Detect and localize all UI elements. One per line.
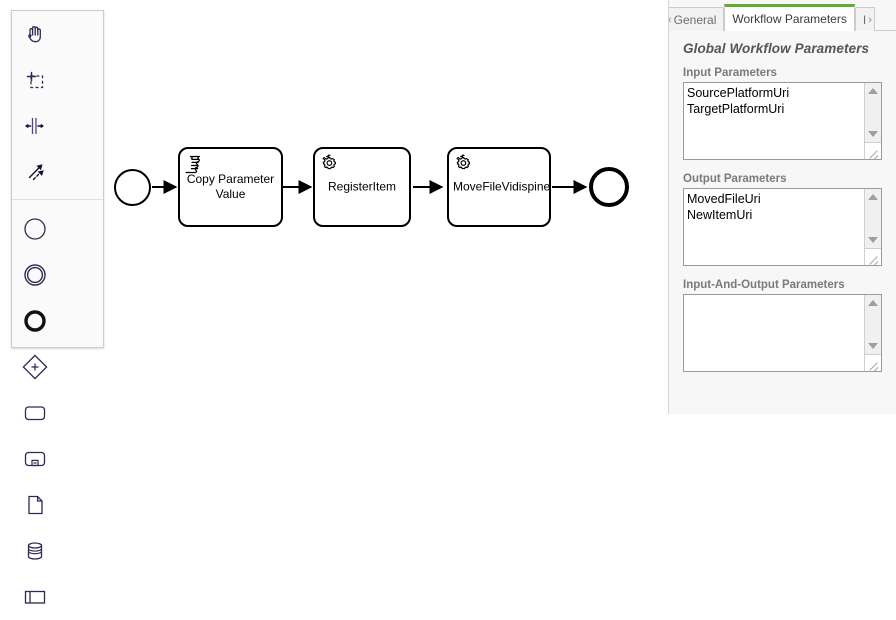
list-item[interactable]: NewItemUri bbox=[687, 208, 753, 222]
scrollbar[interactable] bbox=[864, 83, 881, 159]
tab-label: I bbox=[862, 12, 867, 27]
input-and-output-parameters-label: Input-And-Output Parameters bbox=[683, 279, 845, 291]
tab-label: Workflow Parameters bbox=[732, 12, 847, 26]
end-event-icon bbox=[22, 308, 48, 334]
resize-grip-icon[interactable] bbox=[864, 354, 881, 371]
task-label: RegisterItem bbox=[327, 179, 397, 194]
palette-tools-group bbox=[12, 11, 103, 195]
end-event[interactable] bbox=[589, 167, 629, 207]
scroll-down-icon[interactable] bbox=[868, 237, 878, 243]
bpmn-canvas[interactable]: Copy Parameter Value RegisterItem bbox=[0, 0, 668, 604]
create-data-object-button[interactable] bbox=[12, 482, 58, 528]
scroll-up-icon[interactable] bbox=[868, 300, 878, 306]
hand-icon bbox=[22, 21, 48, 47]
data-store-icon bbox=[22, 538, 48, 564]
list-item[interactable]: MovedFileUri bbox=[687, 192, 761, 206]
task-register-item[interactable]: RegisterItem bbox=[313, 147, 411, 227]
sequence-flows-layer bbox=[152, 180, 588, 194]
task-copy-parameter-value[interactable]: Copy Parameter Value bbox=[178, 147, 283, 227]
space-tool-icon bbox=[22, 113, 48, 139]
list-item[interactable]: SourcePlatformUri bbox=[687, 86, 790, 100]
create-subprocess-button[interactable] bbox=[12, 436, 58, 482]
output-parameters-items: MovedFileUri NewItemUri bbox=[684, 189, 864, 265]
scroll-up-icon[interactable] bbox=[868, 88, 878, 94]
create-end-event-button[interactable] bbox=[12, 298, 58, 344]
input-and-output-parameters-listbox[interactable] bbox=[683, 294, 882, 372]
global-connect-tool-button[interactable] bbox=[12, 149, 58, 195]
tab-label: General bbox=[673, 12, 717, 27]
connect-arrow-icon bbox=[22, 159, 48, 185]
script-task-icon bbox=[185, 153, 207, 175]
chevron-left-icon[interactable]: ‹ bbox=[669, 14, 672, 26]
service-task-gear-icon bbox=[320, 153, 342, 175]
create-participant-button[interactable] bbox=[12, 574, 58, 620]
resize-grip-icon[interactable] bbox=[864, 142, 881, 159]
tab-workflow-parameters[interactable]: Workflow Parameters bbox=[724, 4, 855, 31]
chevron-right-icon[interactable]: › bbox=[868, 13, 872, 26]
subprocess-collapsed-icon bbox=[22, 446, 48, 472]
input-and-output-parameters-items bbox=[684, 295, 864, 371]
task-label: Copy Parameter Value bbox=[186, 172, 275, 201]
scroll-down-icon[interactable] bbox=[868, 343, 878, 349]
bpmn-diagram: Copy Parameter Value RegisterItem bbox=[0, 0, 668, 414]
data-object-icon bbox=[22, 492, 48, 518]
output-parameters-label: Output Parameters bbox=[683, 173, 787, 185]
service-task-gear-icon bbox=[454, 153, 476, 175]
input-parameters-items: SourcePlatformUri TargetPlatformUri bbox=[684, 83, 864, 159]
create-intermediate-event-button[interactable] bbox=[12, 252, 58, 298]
scrollbar[interactable] bbox=[864, 189, 881, 265]
start-event[interactable] bbox=[114, 169, 151, 206]
scroll-up-icon[interactable] bbox=[868, 194, 878, 200]
create-gateway-button[interactable] bbox=[12, 344, 58, 390]
output-parameters-listbox[interactable]: MovedFileUri NewItemUri bbox=[683, 188, 882, 266]
intermediate-event-icon bbox=[22, 262, 48, 288]
gateway-icon bbox=[22, 354, 48, 380]
task-move-file-vidispine[interactable]: MoveFileVidispine bbox=[447, 147, 551, 227]
resize-grip-icon[interactable] bbox=[864, 248, 881, 265]
page-title: Global Workflow Parameters bbox=[683, 41, 870, 56]
space-tool-button[interactable] bbox=[12, 103, 58, 149]
task-label: MoveFileVidispine bbox=[453, 179, 551, 194]
participant-pool-icon bbox=[22, 584, 48, 610]
scroll-down-icon[interactable] bbox=[868, 131, 878, 137]
tab-overflow[interactable]: I › bbox=[854, 7, 875, 31]
input-parameters-label: Input Parameters bbox=[683, 67, 777, 79]
input-parameters-listbox[interactable]: SourcePlatformUri TargetPlatformUri bbox=[683, 82, 882, 160]
properties-panel-body: Global Workflow Parameters Input Paramet… bbox=[669, 31, 896, 414]
properties-panel: ‹ General Workflow Parameters I › Global… bbox=[668, 0, 896, 414]
lasso-tool-button[interactable] bbox=[12, 57, 58, 103]
list-item[interactable]: TargetPlatformUri bbox=[687, 102, 785, 116]
bpmn-palette bbox=[11, 10, 104, 604]
properties-tab-bar: ‹ General Workflow Parameters I › bbox=[669, 0, 896, 31]
create-start-event-button[interactable] bbox=[12, 206, 58, 252]
lasso-select-icon bbox=[22, 67, 48, 93]
scrollbar[interactable] bbox=[864, 295, 881, 371]
tab-general[interactable]: ‹ General bbox=[669, 7, 725, 31]
create-data-store-button[interactable] bbox=[12, 528, 58, 574]
hand-tool-button[interactable] bbox=[12, 11, 58, 57]
start-event-icon bbox=[22, 216, 48, 242]
